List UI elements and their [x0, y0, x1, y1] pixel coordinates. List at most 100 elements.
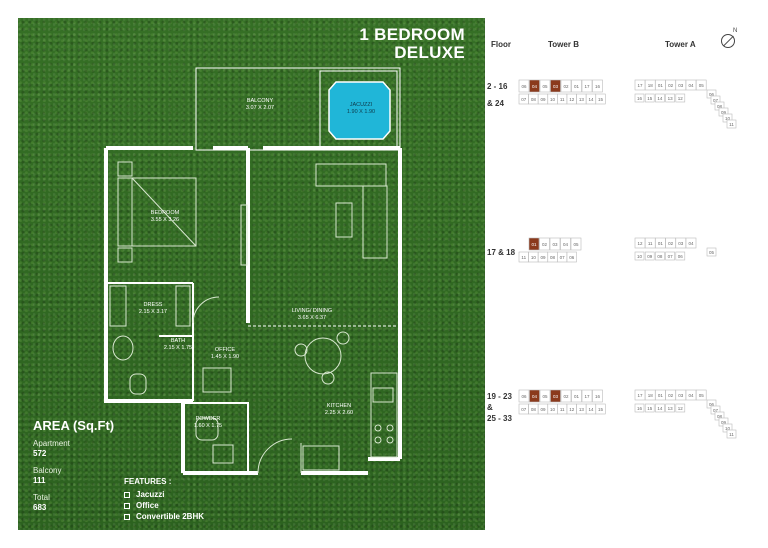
key-plan-unit-label: 04 [688, 393, 694, 398]
key-plan-unit-label: 16 [637, 406, 643, 411]
key-plan-unit-label: 06 [709, 92, 715, 97]
checkbox-icon [124, 513, 130, 520]
office-desk [202, 367, 232, 393]
key-plan-unit-label: 08 [657, 254, 663, 259]
area-summary: AREA (Sq.Ft) Apartment 572 Balcony 111 T… [33, 418, 114, 520]
key-plan-unit-label: 01 [574, 84, 580, 89]
key-plan-unit-label: 03 [553, 394, 559, 399]
powder-wall [181, 401, 258, 475]
key-plan-unit-label: 07 [713, 98, 719, 103]
key-plan-unit-label: 16 [595, 84, 601, 89]
key-plan-unit-label: 10 [725, 426, 731, 431]
key-plan-unit-label: 05 [542, 394, 548, 399]
key-plan-unit-label: 13 [668, 96, 674, 101]
features-list: FEATURES : Jacuzzi Office Convertible 2B… [124, 477, 204, 522]
highlighted-unit [550, 389, 561, 403]
key-plan-unit [675, 403, 686, 413]
key-plan-unit-label: 17 [584, 84, 590, 89]
dining-table [304, 337, 342, 375]
feature-item: Office [124, 500, 204, 511]
key-plan-unit-label: 10 [637, 254, 643, 259]
unit-title-line1: 1 BEDROOM [359, 25, 465, 44]
key-plan-unit [595, 403, 606, 415]
checkbox-icon [124, 491, 130, 498]
key-plan-unit-label: 08 [531, 407, 537, 412]
key-plan-unit-label: 12 [678, 406, 684, 411]
key-plan-unit-label: 06 [678, 254, 684, 259]
key-plan-unit-label: 04 [532, 84, 538, 89]
key-plan-unit [592, 389, 603, 403]
key-plan-unit-label: 05 [542, 84, 548, 89]
wardrobe [109, 285, 127, 327]
key-plan-unit-label: 08 [550, 255, 556, 260]
key-plan-unit [595, 93, 606, 105]
key-plan-unit-label: 09 [540, 97, 546, 102]
key-plan-unit [695, 389, 707, 401]
key-plan-unit [518, 389, 530, 403]
tv-unit [240, 204, 248, 266]
checkbox-icon [124, 502, 130, 509]
key-plan-unit [655, 251, 665, 261]
key-plan-unit-label: 05 [573, 242, 579, 247]
key-plan-unit [695, 79, 707, 91]
shower [112, 335, 134, 361]
key-plan-unit [581, 79, 593, 93]
floor-group-1-label: 2 - 16& 24 [487, 82, 508, 108]
key-plan-unit-label: 06 [521, 394, 527, 399]
key-plan-unit-label: 14 [588, 97, 594, 102]
bed-headboard [117, 177, 133, 247]
sofa-chaise [362, 185, 388, 259]
key-plan-unit [665, 403, 675, 413]
key-plan-unit-label: 05 [709, 250, 715, 255]
key-plan-unit-label: 10 [550, 97, 556, 102]
key-plan-unit [655, 403, 665, 413]
key-plan-unit-label: 16 [637, 96, 643, 101]
nightstand [117, 247, 133, 263]
key-plan-unit-label: 11 [521, 255, 526, 260]
key-plan-unit-label: 12 [569, 97, 575, 102]
key-plan-unit-label: 01 [658, 83, 664, 88]
toilet [129, 373, 147, 395]
apartment-area-value: 572 [33, 449, 47, 458]
key-plan-unit [539, 79, 551, 93]
key-plan-unit-label: 08 [531, 97, 537, 102]
key-plan-unit [665, 251, 675, 261]
key-plan-unit [539, 389, 551, 403]
key-plan-unit [655, 93, 665, 103]
key-plan-unit-label: 07 [521, 407, 527, 412]
floor-plan-drawing [104, 67, 402, 475]
key-plan-unit-label: 03 [678, 241, 684, 246]
key-plan-unit-label: 02 [668, 241, 674, 246]
key-plan-unit-label: 13 [579, 407, 585, 412]
key-plan-unit-label: 16 [595, 394, 601, 399]
key-plan-unit [634, 403, 645, 413]
key-plan-unit-label: 12 [637, 241, 643, 246]
tower-b-header: Tower B [548, 40, 579, 49]
key-plan-unit [726, 119, 737, 129]
key-plan-unit-label: 03 [553, 84, 559, 89]
key-plan-unit-label: 02 [563, 394, 569, 399]
key-plan-unit-label: 14 [588, 407, 594, 412]
key-plan-unit-label: 02 [563, 84, 569, 89]
floor-group-2-label: 17 & 18 [487, 248, 516, 257]
key-plan-panel: Floor Tower B Tower A N 2 - 16& 24 17 & … [485, 18, 768, 530]
key-plan-unit [726, 429, 737, 439]
coffee-table [335, 202, 353, 238]
key-plan-unit-label: 09 [647, 254, 653, 259]
key-plan-unit-label: 11 [560, 407, 565, 412]
key-plan-unit-label: 18 [648, 393, 654, 398]
key-plan-unit-label: 06 [709, 402, 715, 407]
entrance-door-swing [257, 438, 293, 474]
key-plan-unit [592, 79, 603, 93]
key-plan-unit-label: 13 [579, 97, 585, 102]
key-plan-unit-label: 11 [729, 432, 734, 437]
wardrobe [175, 285, 191, 327]
key-plan-unit-label: 08 [717, 104, 723, 109]
key-plan-unit [518, 79, 530, 93]
highlighted-unit [528, 237, 540, 251]
